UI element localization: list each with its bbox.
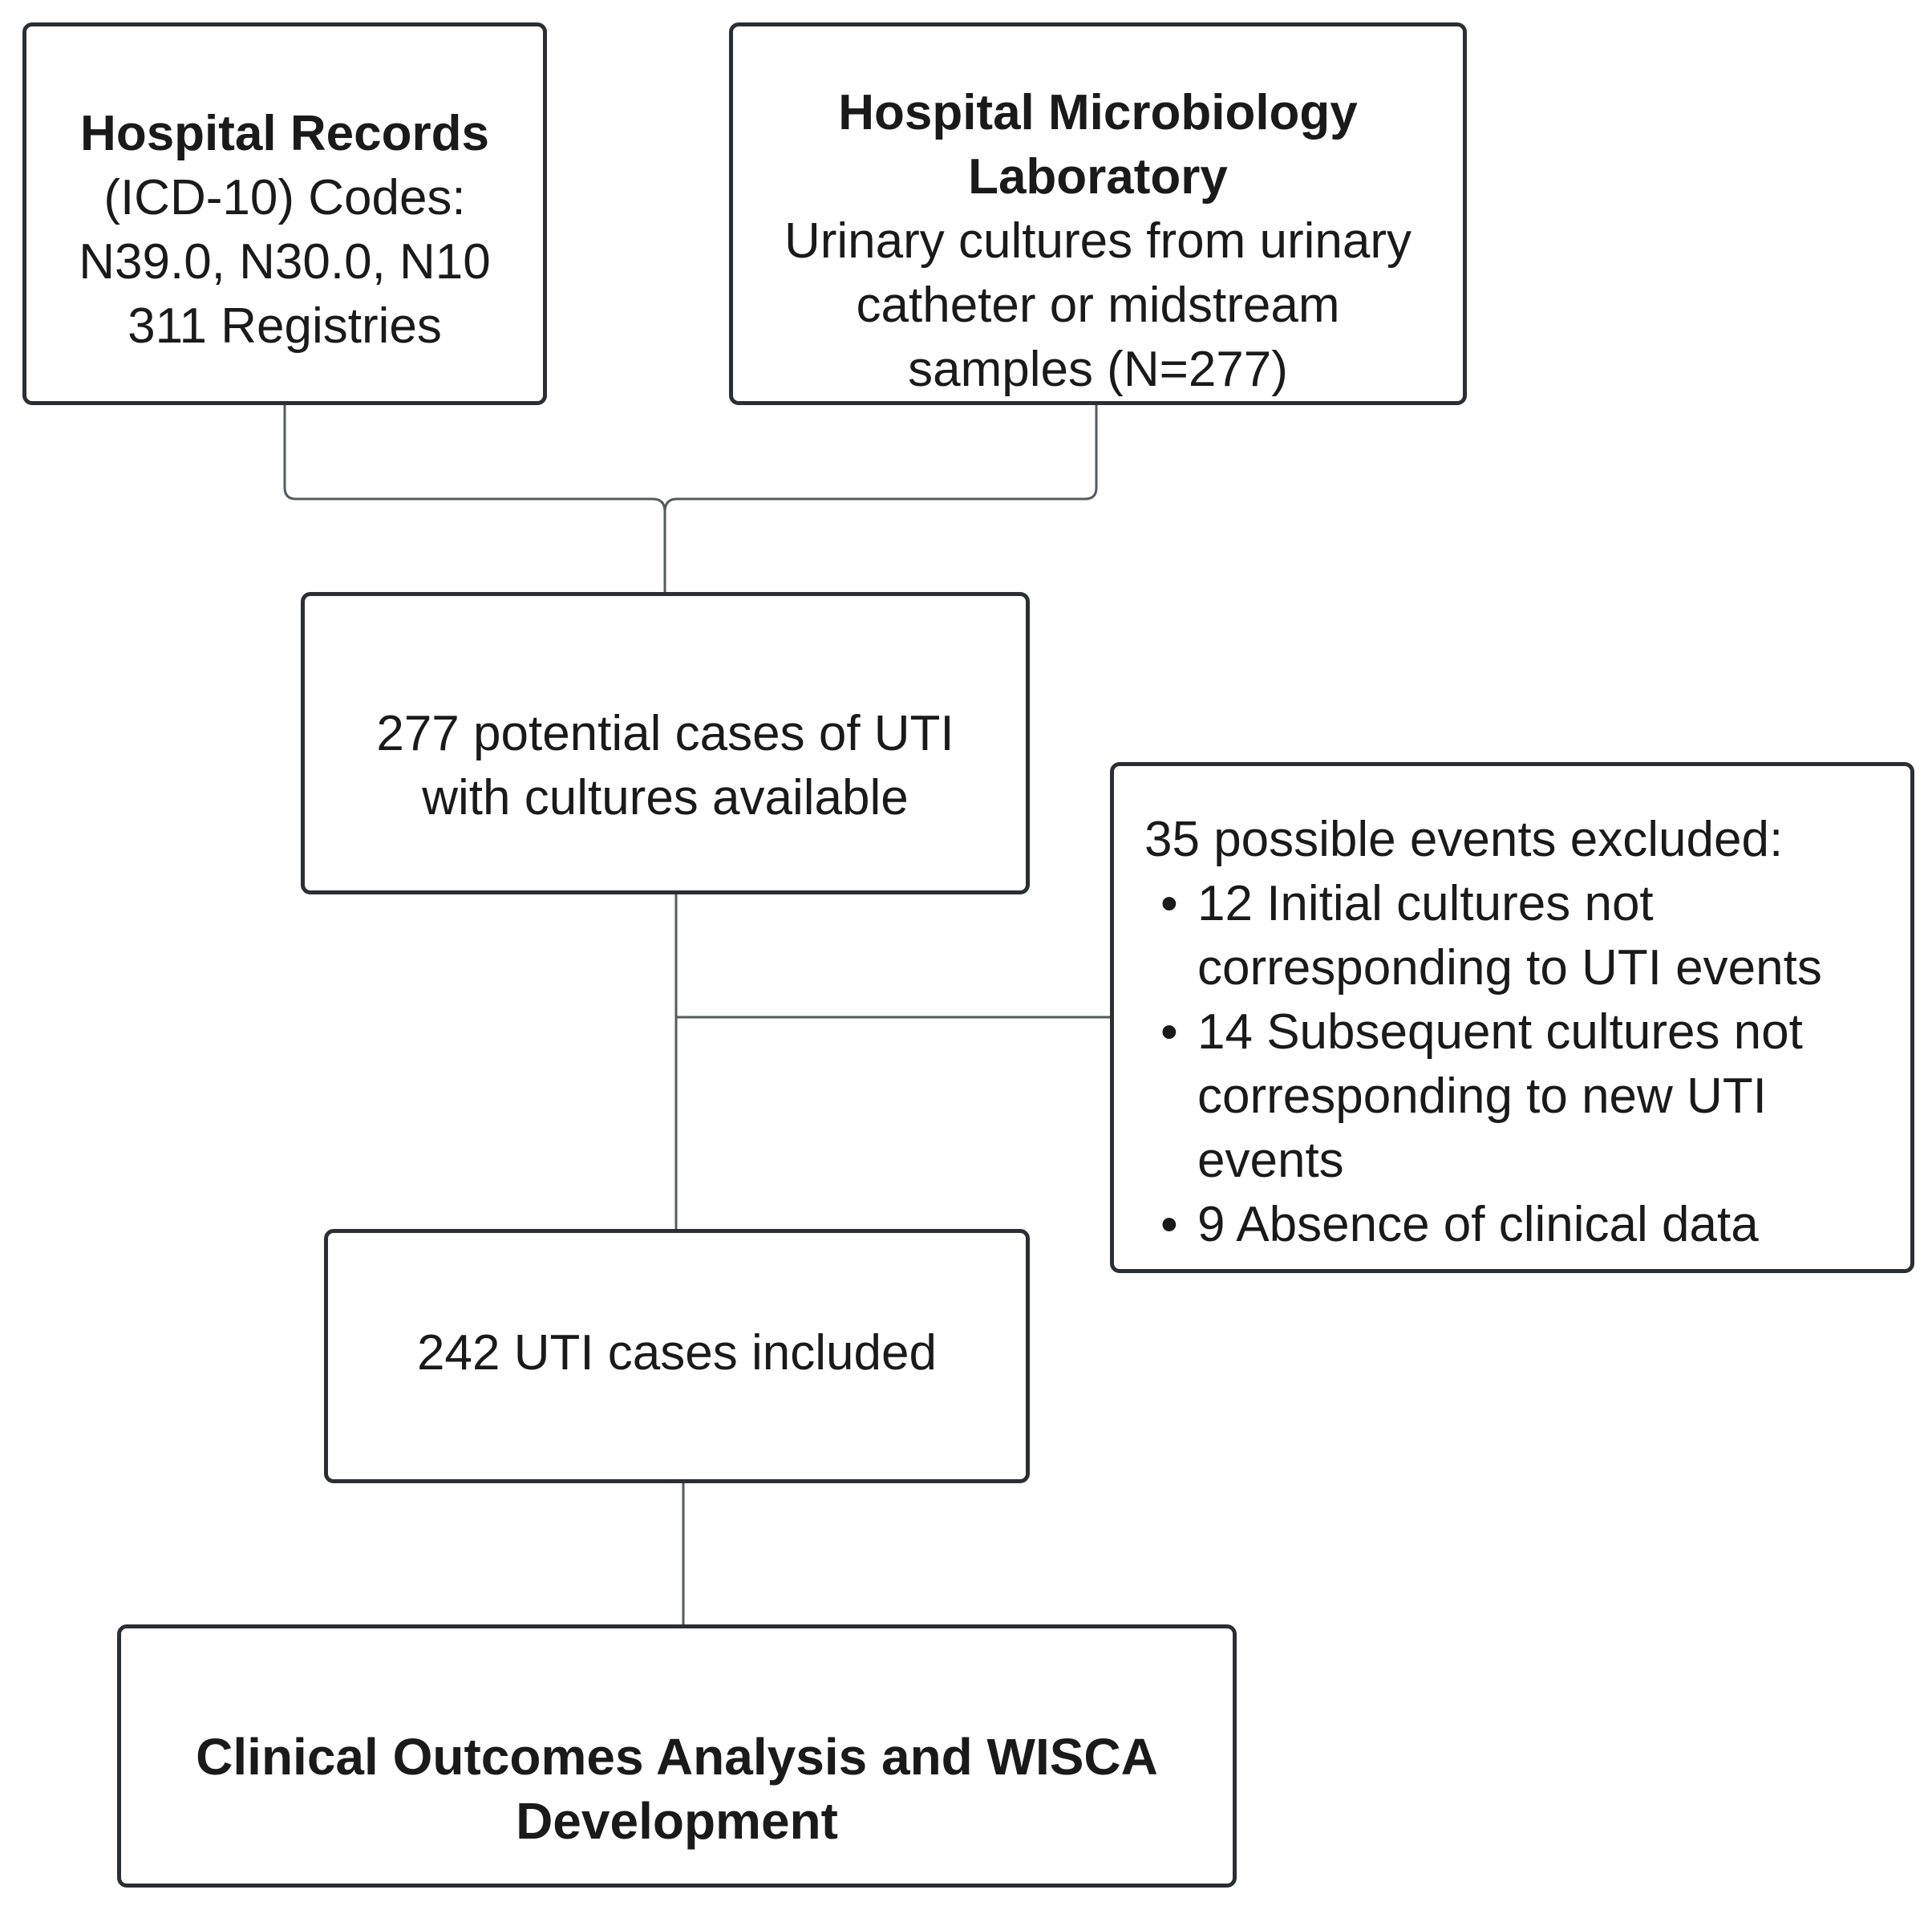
excluded-item-line: events bbox=[1197, 1133, 1344, 1188]
bullet-icon: • bbox=[1160, 1197, 1178, 1252]
excluded-item-line: 14 Subsequent cultures not bbox=[1197, 1004, 1803, 1060]
hospital-records-box: Hospital Records (ICD-10) Codes: N39.0, … bbox=[22, 22, 547, 405]
icd-codes-label: (ICD-10) Codes: bbox=[103, 170, 466, 225]
microbiology-lab-box: Hospital Microbiology Laboratory Urinary… bbox=[729, 22, 1467, 405]
excluded-item-line: 9 Absence of clinical data bbox=[1197, 1197, 1759, 1252]
excluded-item-line: 12 Initial cultures not bbox=[1197, 876, 1654, 931]
excluded-item-line: corresponding to new UTI bbox=[1197, 1069, 1767, 1124]
excluded-item-clinical-data: • 9 Absence of clinical data bbox=[1144, 1193, 1910, 1257]
hospital-records-title: Hospital Records bbox=[80, 106, 489, 161]
outcome-title-line-1: Clinical Outcomes Analysis and WISCA bbox=[196, 1728, 1158, 1786]
bullet-icon: • bbox=[1160, 876, 1178, 931]
included-cases-box: 242 UTI cases included bbox=[324, 1229, 1030, 1483]
excluded-item-line: corresponding to UTI events bbox=[1197, 940, 1822, 996]
lab-desc-line-3: samples (N=277) bbox=[908, 342, 1288, 397]
excluded-events-box: 35 possible events excluded: • 12 Initia… bbox=[1110, 762, 1914, 1273]
excluded-item-subsequent-cultures: • 14 Subsequent cultures not correspondi… bbox=[1144, 1000, 1910, 1193]
potential-cases-box: 277 potential cases of UTI with cultures… bbox=[301, 592, 1030, 894]
icd-codes-values: N39.0, N30.0, N10 bbox=[79, 234, 491, 290]
connector-lab-merge bbox=[663, 405, 1098, 513]
potential-cases-line-2: with cultures available bbox=[422, 770, 909, 825]
excluded-heading: 35 possible events excluded: bbox=[1144, 812, 1784, 867]
lab-desc-line-2: catheter or midstream bbox=[856, 278, 1340, 333]
excluded-list: • 12 Initial cultures not corresponding … bbox=[1144, 872, 1910, 1257]
registries-count: 311 Registries bbox=[128, 298, 442, 354]
excluded-item-initial-cultures: • 12 Initial cultures not corresponding … bbox=[1144, 872, 1910, 1000]
lab-desc-line-1: Urinary cultures from urinary bbox=[784, 213, 1412, 269]
lab-title-line-2: Laboratory bbox=[968, 149, 1228, 205]
bullet-icon: • bbox=[1160, 1004, 1178, 1060]
potential-cases-line-1: 277 potential cases of UTI bbox=[376, 706, 954, 761]
outcome-title-line-2: Development bbox=[516, 1792, 838, 1850]
lab-title-line-1: Hospital Microbiology bbox=[838, 85, 1358, 140]
included-cases-text: 242 UTI cases included bbox=[417, 1325, 937, 1381]
connector-records-merge bbox=[283, 405, 666, 513]
clinical-outcomes-box: Clinical Outcomes Analysis and WISCA Dev… bbox=[117, 1624, 1237, 1888]
